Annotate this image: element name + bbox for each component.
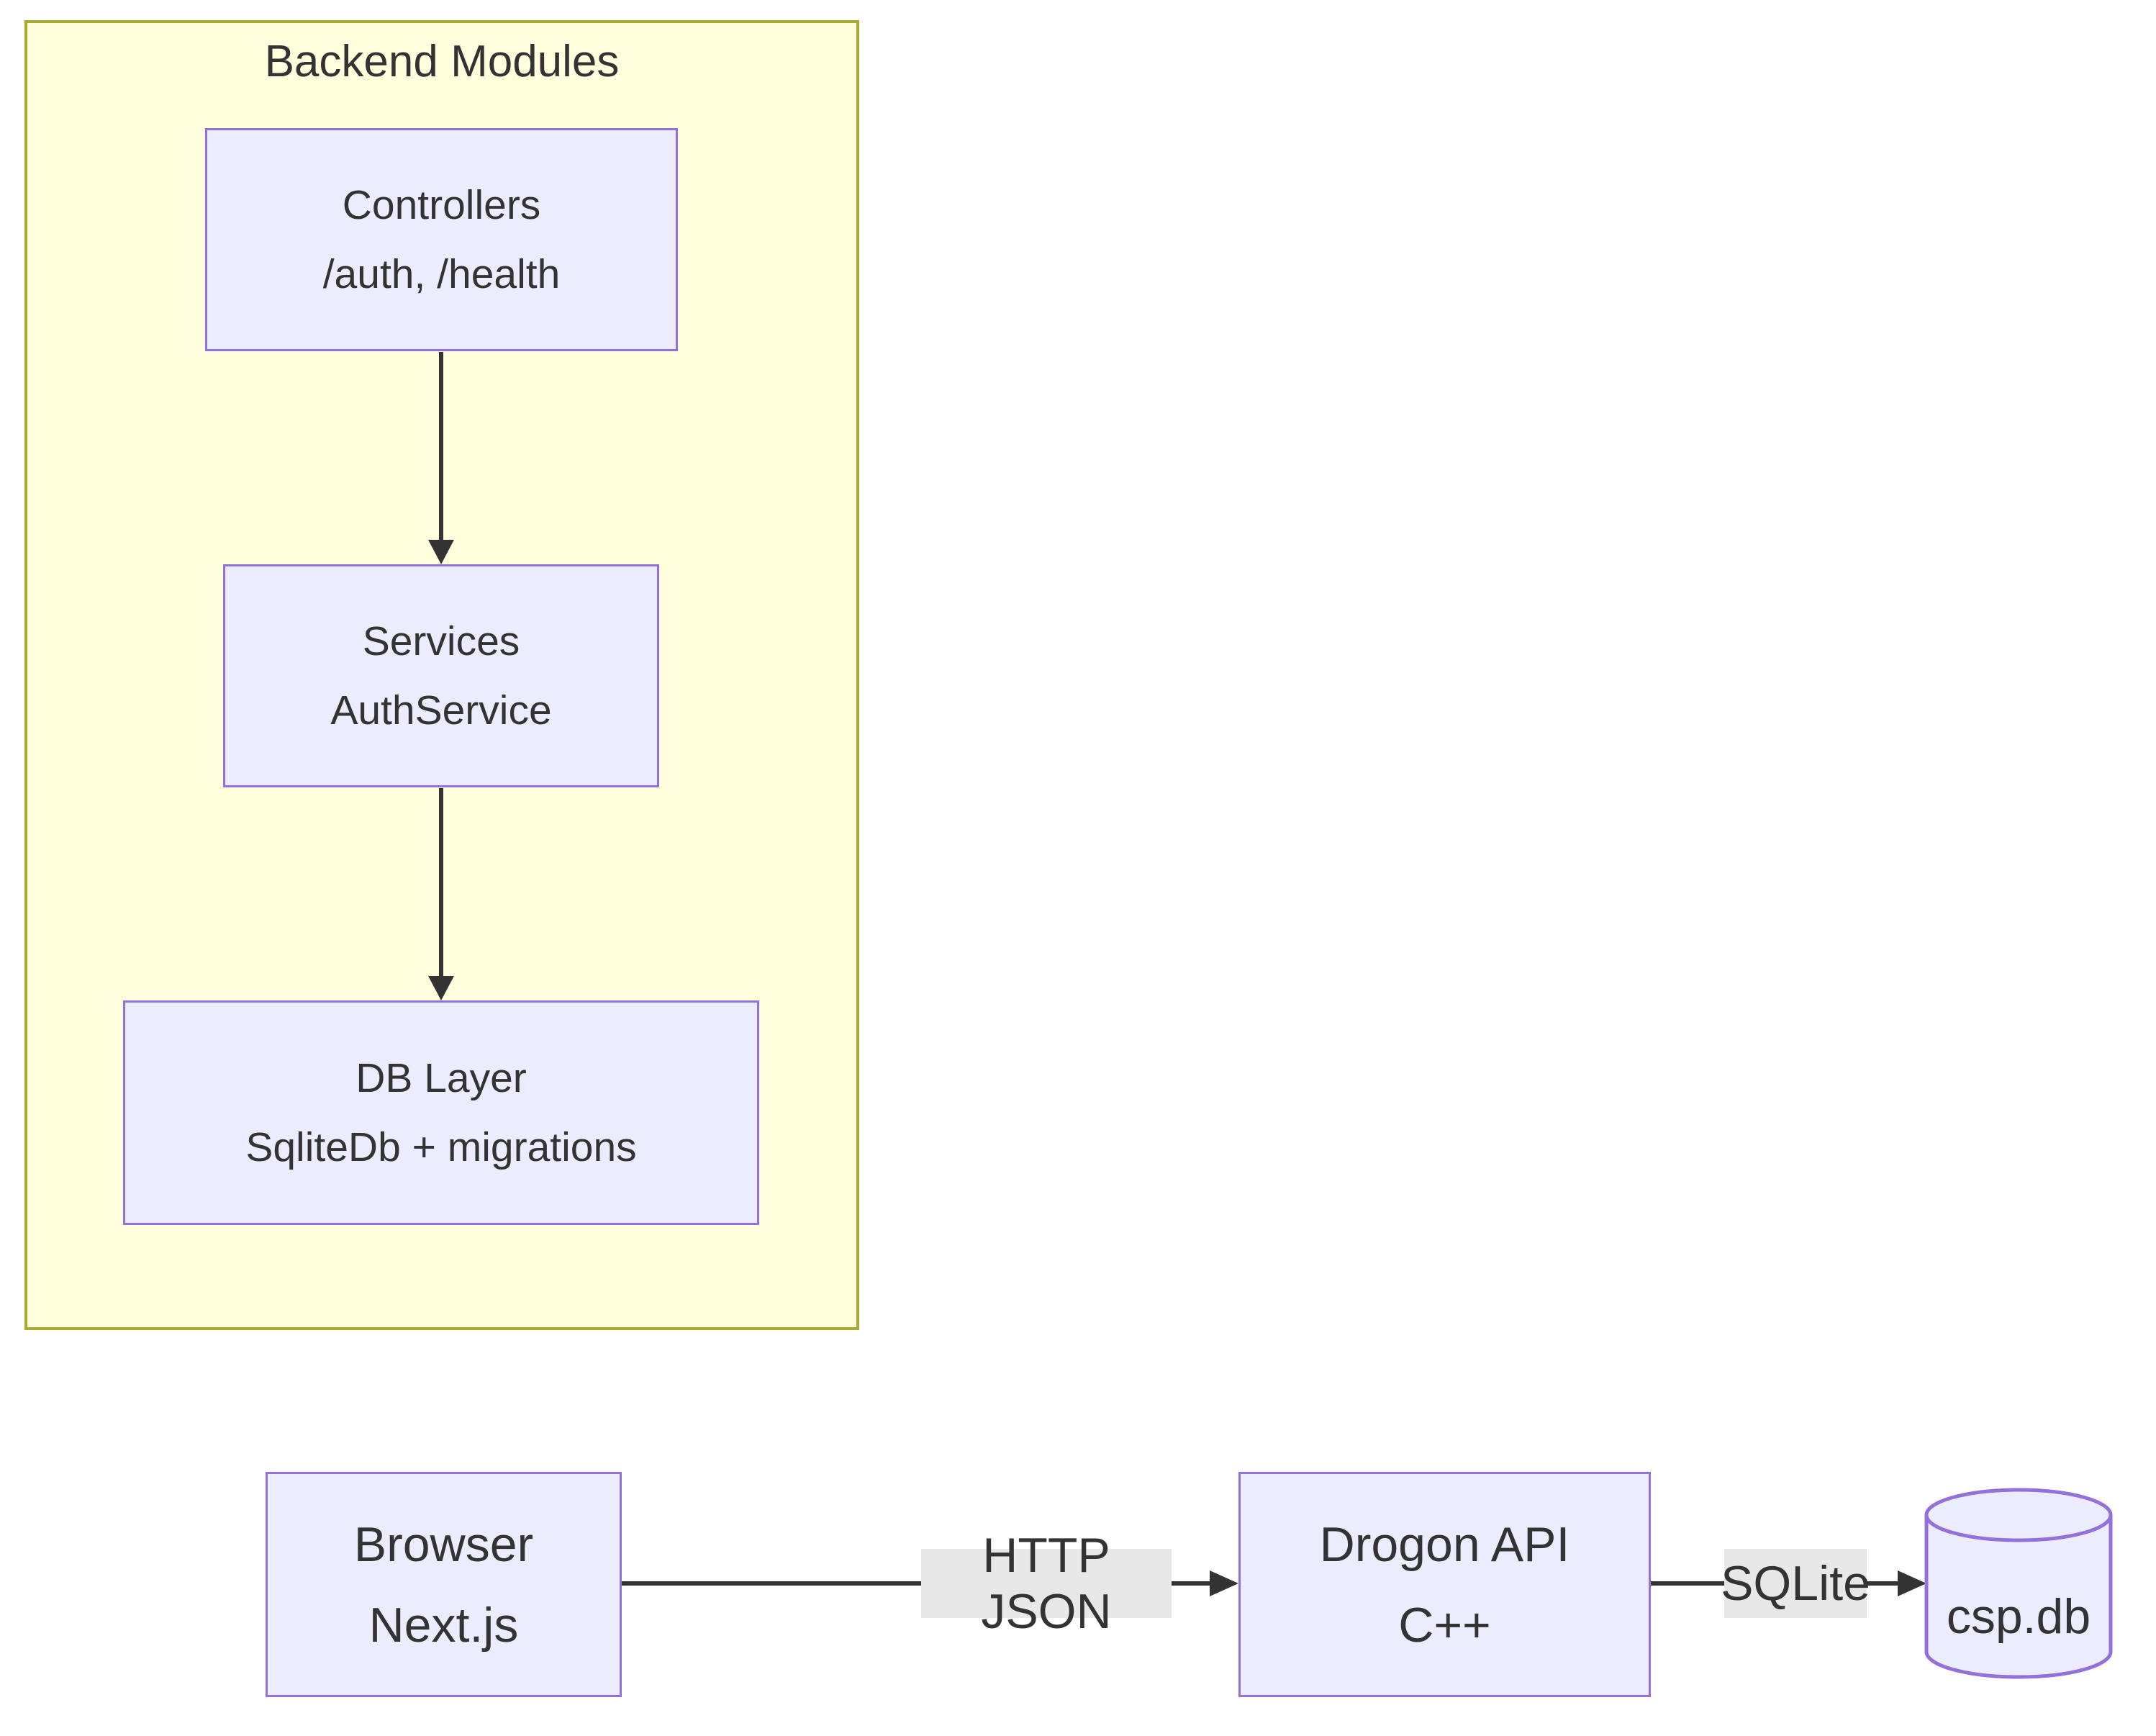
- node-controllers-line1: Controllers: [342, 182, 541, 228]
- node-db-layer-line1: DB Layer: [355, 1055, 527, 1101]
- cluster-title: Backend Modules: [264, 37, 620, 86]
- node-services-line2: AuthService: [330, 687, 552, 733]
- node-browser-line1: Browser: [353, 1516, 534, 1572]
- node-db-layer: DB Layer SqliteDb + migrations: [123, 1000, 759, 1225]
- node-services-line1: Services: [362, 618, 520, 664]
- node-drogon-api-line1: Drogon API: [1319, 1516, 1570, 1572]
- node-services: Services AuthService: [223, 564, 659, 787]
- node-browser: Browser Next.js: [266, 1472, 622, 1697]
- cylinder-top-ellipse: [1924, 1514, 2113, 1542]
- arrowhead-icon: [428, 976, 454, 1000]
- database-label: csp.db: [1946, 1589, 2091, 1644]
- arrowhead-icon: [1898, 1570, 1926, 1596]
- database-cylinder: [1924, 1488, 2113, 1679]
- node-db-layer-line2: SqliteDb + migrations: [245, 1124, 637, 1170]
- node-controllers-line2: /auth, /health: [322, 251, 561, 297]
- edge-label-sqlite: SQLite: [1721, 1549, 1870, 1618]
- node-drogon-api-line2: C++: [1398, 1597, 1491, 1653]
- node-drogon-api: Drogon API C++: [1238, 1472, 1651, 1697]
- arrowhead-icon: [1210, 1570, 1238, 1596]
- node-browser-line2: Next.js: [368, 1597, 519, 1653]
- arrowhead-icon: [428, 540, 454, 564]
- edge-label-http-json: HTTP JSON: [921, 1528, 1172, 1639]
- node-controllers: Controllers /auth, /health: [205, 128, 678, 351]
